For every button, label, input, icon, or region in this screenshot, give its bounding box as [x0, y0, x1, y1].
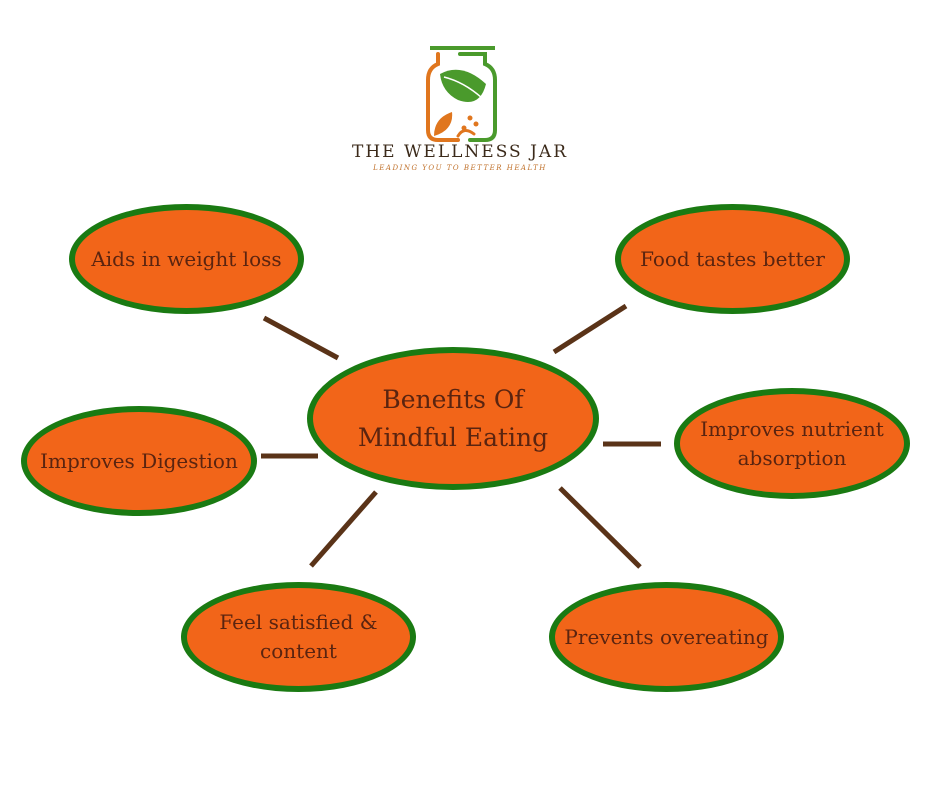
connector-prevents-overeating — [558, 486, 642, 569]
connector-aids-weight-loss — [262, 315, 340, 361]
benefit-improves-nutrient-absorption: Improves nutrient absorption — [674, 388, 910, 499]
benefit-food-tastes-better: Food tastes better — [615, 204, 850, 314]
connector-food-tastes-better — [552, 303, 628, 355]
benefit-feel-satisfied-content: Feel satisfied & content — [181, 582, 416, 692]
wellness-jar-leaf-icon — [426, 46, 497, 142]
benefit-prevents-overeating: Prevents overeating — [549, 582, 784, 692]
brand-name: THE WELLNESS JAR — [351, 142, 568, 162]
benefit-aids-weight-loss: Aids in weight loss — [69, 204, 304, 314]
benefit-improves-digestion: Improves Digestion — [21, 406, 257, 516]
connector-feel-satisfied-content — [309, 490, 378, 568]
brand-tagline: LEADING YOU TO BETTER HEALTH — [373, 164, 547, 172]
center-topic: Benefits Of Mindful Eating — [307, 347, 599, 490]
